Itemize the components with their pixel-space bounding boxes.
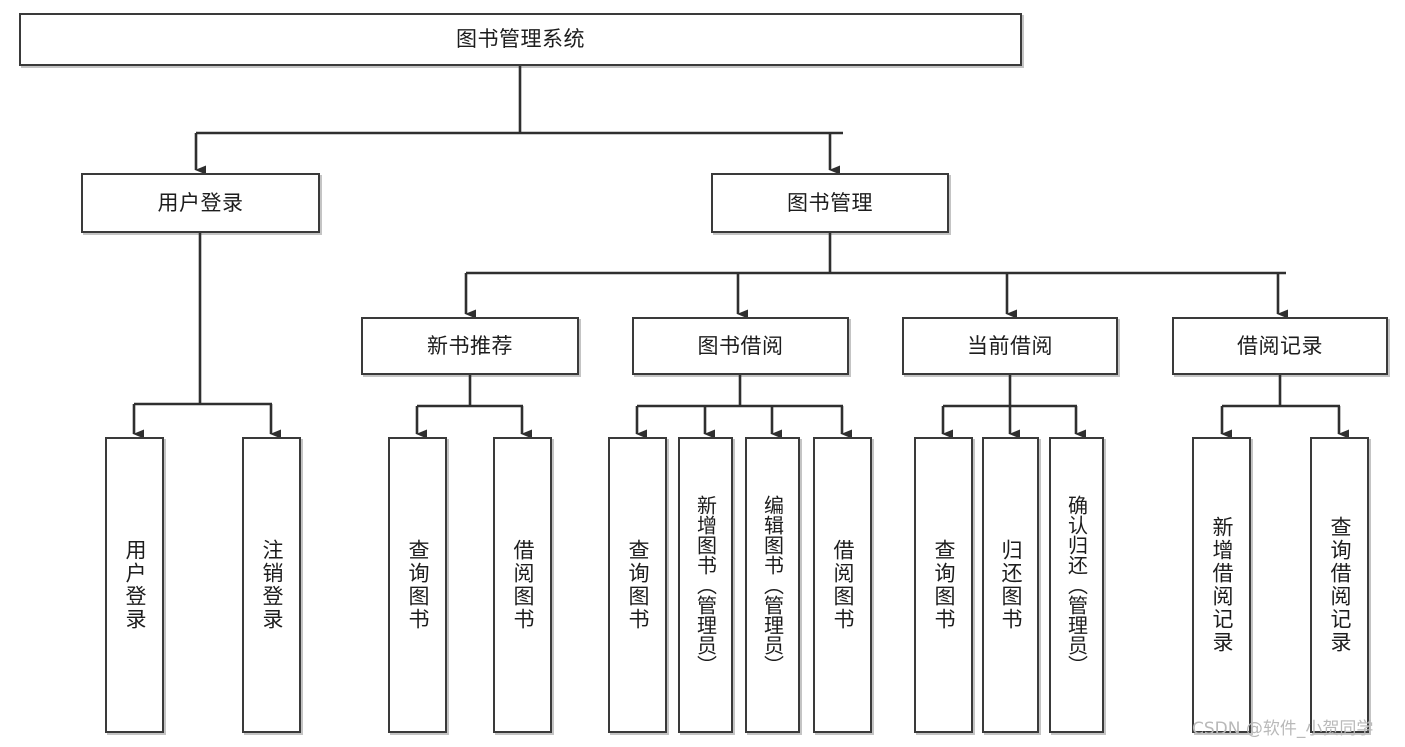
leaf-new-book-query-books[interactable]: 查询图书 bbox=[388, 437, 447, 733]
node-label: 查询借阅记录 bbox=[1328, 516, 1352, 654]
node-label: 图书管理 bbox=[787, 190, 873, 215]
leaf-records-query-record[interactable]: 查询借阅记录 bbox=[1310, 437, 1369, 733]
node-label: 新增借阅记录 bbox=[1210, 516, 1234, 654]
leaf-borrow-edit-book-admin[interactable]: 编辑图书（管理员） bbox=[745, 437, 800, 733]
node-label: 新增图书（管理员） bbox=[693, 495, 718, 675]
node-label: 用户登录 bbox=[123, 539, 147, 631]
leaf-current-confirm-return-admin[interactable]: 确认归还（管理员） bbox=[1049, 437, 1104, 733]
node-book-management[interactable]: 图书管理 bbox=[711, 173, 949, 233]
node-label: 确认归还（管理员） bbox=[1064, 495, 1089, 675]
leaf-borrow-add-book-admin[interactable]: 新增图书（管理员） bbox=[678, 437, 733, 733]
node-label: 借阅图书 bbox=[831, 539, 855, 631]
leaf-user-login-login[interactable]: 用户登录 bbox=[105, 437, 164, 733]
node-borrowing-records[interactable]: 借阅记录 bbox=[1172, 317, 1388, 375]
node-label: 查询图书 bbox=[406, 539, 430, 631]
node-label: 归还图书 bbox=[999, 539, 1023, 631]
node-label: 查询图书 bbox=[932, 539, 956, 631]
node-new-book-recommendation[interactable]: 新书推荐 bbox=[361, 317, 579, 375]
node-user-login[interactable]: 用户登录 bbox=[81, 173, 320, 233]
leaf-user-login-logout[interactable]: 注销登录 bbox=[242, 437, 301, 733]
node-label: 图书管理系统 bbox=[456, 27, 585, 51]
node-current-borrowing[interactable]: 当前借阅 bbox=[902, 317, 1118, 375]
leaf-current-return-books[interactable]: 归还图书 bbox=[982, 437, 1039, 733]
node-label: 新书推荐 bbox=[427, 333, 513, 358]
node-label: 注销登录 bbox=[260, 539, 284, 631]
node-label: 编辑图书（管理员） bbox=[760, 495, 785, 675]
csdn-watermark: CSDN @软件_小贺同学 bbox=[1192, 719, 1374, 739]
node-root-book-management-system[interactable]: 图书管理系统 bbox=[19, 13, 1022, 66]
node-label: 借阅图书 bbox=[511, 539, 535, 631]
node-label: 查询图书 bbox=[626, 539, 650, 631]
leaf-records-add-record[interactable]: 新增借阅记录 bbox=[1192, 437, 1251, 733]
node-label: 当前借阅 bbox=[967, 333, 1053, 358]
node-label: 图书借阅 bbox=[697, 333, 784, 358]
leaf-borrow-query-books[interactable]: 查询图书 bbox=[608, 437, 667, 733]
leaf-new-book-borrow-books[interactable]: 借阅图书 bbox=[493, 437, 552, 733]
leaf-borrow-borrow-books[interactable]: 借阅图书 bbox=[813, 437, 872, 733]
leaf-current-query-books[interactable]: 查询图书 bbox=[914, 437, 973, 733]
node-label: 借阅记录 bbox=[1237, 333, 1323, 358]
node-label: 用户登录 bbox=[157, 190, 244, 215]
node-book-borrowing[interactable]: 图书借阅 bbox=[632, 317, 849, 375]
